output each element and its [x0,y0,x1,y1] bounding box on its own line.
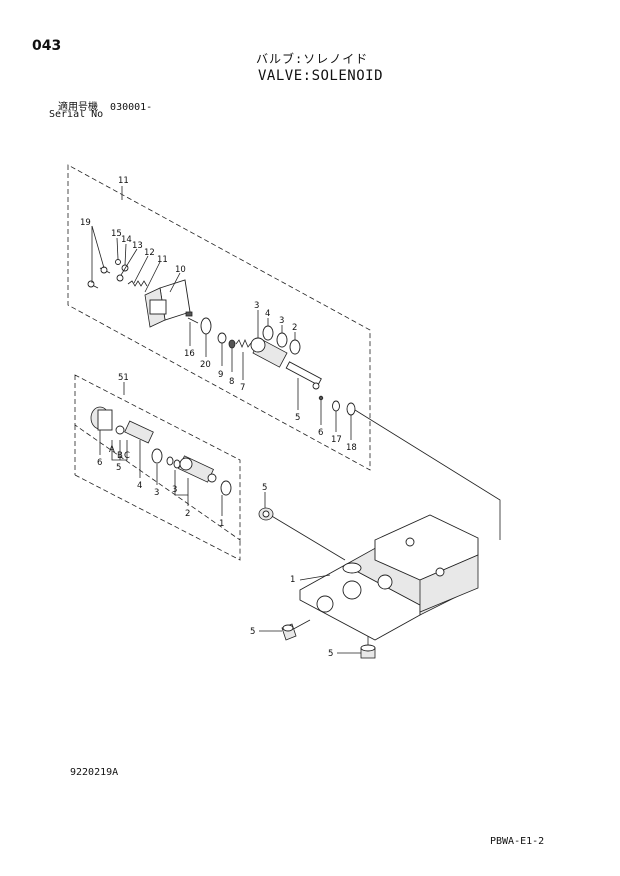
callout-19: 19 [80,218,91,228]
callout-3-lower-b: 3 [172,485,177,495]
leader-ABC [111,440,128,461]
callout-5-body-a: 5 [250,627,255,637]
washer-lower [115,425,125,435]
title-english: VALVE:SOLENOID [258,68,384,84]
callout-4-upper: 4 [265,309,270,319]
o-ring-2-upper [289,339,301,355]
callout-20: 20 [200,360,211,370]
ring-9 [217,332,227,344]
callout-6-upper: 6 [318,428,323,438]
o-ring-20 [200,317,212,335]
callout-13: 13 [132,241,143,251]
callout-8: 8 [229,377,234,387]
serial-label-jp-text: 適用号機 [58,102,98,113]
spring-12 [127,280,148,287]
cartridge-upper [250,337,288,368]
callout-B: B [117,451,123,461]
plug-5-lower [258,507,274,521]
spool-5-upper [285,361,322,390]
callout-15: 15 [111,229,122,239]
page-number: 043 [32,38,62,54]
leader-15 [116,237,119,260]
ball-6-upper [318,395,324,401]
callout-11: 11 [118,176,129,186]
callout-14: 14 [121,235,132,245]
assembly-51-outline [74,374,241,541]
leader-14 [124,243,127,266]
screw-19 [87,266,111,289]
page-code: PBWA-E1-2 [490,836,545,847]
callout-3-lower-a: 3 [154,488,159,498]
leader-12 [133,255,149,284]
leader-11b [144,261,161,293]
drawing-code: 9220219A [70,767,119,778]
callout-5-lower: 5 [116,463,121,473]
o-ring-4-upper [262,325,274,341]
callout-51: 51 [118,373,129,383]
leader-13 [120,248,138,276]
leader-upper-to-body [354,409,501,540]
spool-2-lower [178,455,217,483]
spring-4-lower [124,420,154,444]
serial-value: 030001- [110,102,153,113]
callout-16: 16 [184,349,195,359]
leader-lower-to-body [269,514,346,561]
callout-C: C [124,451,130,461]
o-ring-3-lower [151,448,163,464]
leader-10 [169,272,181,293]
callout-5-upper: 5 [295,413,300,423]
ring-8 [228,339,236,349]
callout-5-body-b: 5 [328,649,333,659]
leader-1b [299,574,331,581]
leader-3d [174,470,189,496]
ring-3-lower [166,456,174,466]
callout-2-lower: 2 [185,509,190,519]
callout-1-lower: 1 [219,519,224,529]
valve-body [299,514,479,641]
callout-17: 17 [331,435,342,445]
spring-7 [235,338,252,349]
ring-17 [332,400,340,412]
assembly-11-outline [67,164,371,471]
callout-10: 10 [175,265,186,275]
callout-9: 9 [218,370,223,380]
o-ring-3-upper [276,332,288,348]
o-ring-1-lower [220,480,232,496]
callout-6-lower: 6 [97,458,102,468]
plug-6-lower [90,406,113,431]
callout-4-lower: 4 [137,481,142,491]
washer-15 [115,259,121,265]
callout-2-upper: 2 [292,323,297,333]
solenoid-coil [144,279,193,328]
callout-12: 12 [144,248,155,258]
callout-11-sub: 11 [157,255,168,265]
plug-5-body-a [281,623,297,641]
assembly-51-outline-bottom [74,474,241,561]
callout-5-plug: 5 [262,483,267,493]
callout-A: A [109,445,115,455]
serial-label-english: Serial No [49,109,104,120]
plug-5-body-b [360,644,376,659]
callout-18: 18 [346,443,357,453]
pin-16 [187,317,199,324]
leader-19a [91,225,105,269]
callout-7: 7 [240,383,245,393]
title-japanese: バルブ:ソレノイド [256,52,369,66]
ring-18 [346,402,356,416]
callout-3-upper-a: 3 [254,301,259,311]
serial-label-japanese: 適用号機 030001- [58,98,152,113]
callout-3-upper-b: 3 [279,316,284,326]
callout-1-body: 1 [290,575,295,585]
nut-13 [116,274,124,282]
